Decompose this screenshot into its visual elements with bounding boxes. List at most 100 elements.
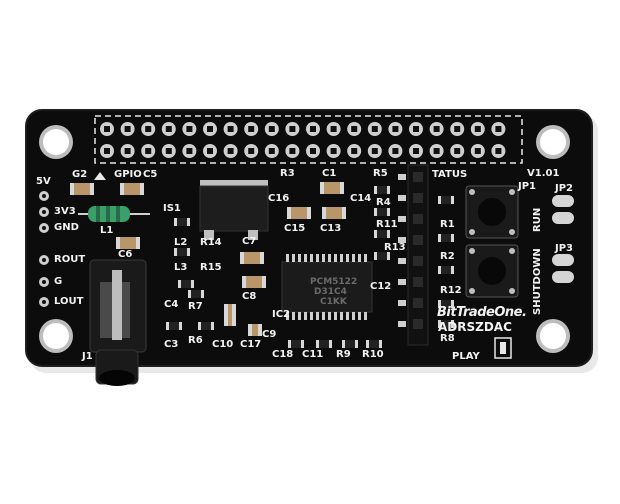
smd-capacitor bbox=[70, 183, 94, 195]
ref-c4: C4 bbox=[164, 299, 179, 310]
ref-jp1: JP1 bbox=[518, 181, 537, 192]
gpio-pin-hole bbox=[161, 144, 176, 158]
dac-chip-pin bbox=[304, 312, 307, 320]
gpio-pin-hole bbox=[264, 122, 279, 136]
axial-resistor bbox=[78, 206, 150, 222]
ref-r3: R3 bbox=[280, 168, 295, 179]
run-label: RUN bbox=[532, 207, 543, 232]
gpio-pin-hole bbox=[491, 122, 506, 136]
dac-chip-pin bbox=[346, 312, 349, 320]
ref-r5: R5 bbox=[373, 168, 388, 179]
smd-resistor bbox=[198, 322, 214, 330]
smd-capacitor bbox=[240, 252, 264, 264]
mounting-hole-icon bbox=[536, 125, 570, 159]
dac-chip-pin bbox=[304, 254, 307, 262]
tactile-button-icon bbox=[465, 244, 519, 298]
ref-c10: C10 bbox=[212, 339, 234, 350]
chip-marking-2: D31C4 bbox=[314, 287, 347, 297]
gpio-pin-hole bbox=[429, 122, 444, 136]
smd-capacitor bbox=[120, 183, 144, 195]
ref-l2: L2 bbox=[174, 237, 188, 248]
smd-capacitor bbox=[116, 237, 140, 249]
gpio-pin-hole bbox=[367, 144, 382, 158]
gpio-pin-hole bbox=[285, 144, 300, 158]
regulator-tab bbox=[200, 180, 268, 188]
gpio-pin-hole bbox=[161, 122, 176, 136]
smd-capacitor bbox=[322, 207, 346, 219]
gpio-pin-hole bbox=[100, 122, 114, 136]
smd-resistor bbox=[366, 340, 382, 348]
ref-r14: R14 bbox=[200, 237, 222, 248]
ref-ic2: IC2 bbox=[272, 309, 291, 320]
gpio-pin-hole bbox=[203, 122, 217, 136]
ref-r8: R8 bbox=[440, 333, 455, 344]
gpio-pin-hole bbox=[429, 144, 444, 158]
smd-resistor bbox=[288, 340, 304, 348]
smd-resistor bbox=[438, 320, 454, 328]
gpio-pin-hole bbox=[326, 122, 341, 136]
led-header bbox=[407, 164, 429, 346]
smd-resistor bbox=[438, 266, 454, 274]
mounting-hole-icon bbox=[39, 319, 73, 353]
led-header-pin bbox=[398, 277, 423, 287]
ref-r6: R6 bbox=[188, 335, 203, 346]
led-header-pin bbox=[398, 298, 423, 308]
dac-chip-pin bbox=[322, 312, 325, 320]
smd-resistor bbox=[438, 196, 454, 204]
smd-resistor bbox=[374, 252, 390, 260]
gpio-pin-hole bbox=[223, 122, 238, 136]
gpio-pin-hole bbox=[347, 144, 362, 158]
jumper-pads bbox=[552, 195, 574, 283]
ref-r11: R11 bbox=[376, 219, 398, 230]
dac-chip-pin bbox=[316, 254, 319, 262]
dac-chip-pin bbox=[298, 254, 301, 262]
dac-chip-pin bbox=[310, 312, 313, 320]
smd-capacitor bbox=[224, 304, 236, 326]
play-indicator-box bbox=[494, 337, 512, 359]
gpio-pin-hole bbox=[285, 122, 300, 136]
gpio-pin-hole bbox=[120, 122, 135, 136]
ref-c18: C18 bbox=[272, 349, 294, 360]
gpio-pin-hole bbox=[264, 144, 279, 158]
gpio-pin-hole bbox=[491, 144, 506, 158]
gpio-pin-hole bbox=[388, 144, 403, 158]
dac-chip-pin bbox=[286, 312, 289, 320]
ref-c15: C15 bbox=[284, 223, 306, 234]
model-label: ADRSZDAC bbox=[438, 320, 512, 334]
dac-chip-pin bbox=[328, 312, 331, 320]
ref-c8: C8 bbox=[242, 291, 257, 302]
gpio-pin-hole bbox=[141, 144, 156, 158]
dac-chip-pin bbox=[352, 254, 355, 262]
edge-pin-3v3: 3V3 bbox=[54, 206, 76, 217]
ref-r10: R10 bbox=[362, 349, 384, 360]
chip-marking-3: C1KK bbox=[320, 297, 347, 307]
smd-resistor bbox=[438, 300, 454, 308]
ref-c12: C12 bbox=[370, 281, 392, 292]
ref-r7: R7 bbox=[188, 301, 203, 312]
ref-c3: C3 bbox=[164, 339, 179, 350]
ref-c14: C14 bbox=[350, 193, 372, 204]
gpio-label: GPIO bbox=[114, 169, 142, 180]
dac-chip-pin bbox=[352, 312, 355, 320]
smd-resistor bbox=[174, 218, 190, 226]
dac-chip-pin bbox=[286, 254, 289, 262]
dac-chip-pin bbox=[358, 254, 361, 262]
edge-pin-rout: ROUT bbox=[54, 254, 86, 265]
smd-capacitor bbox=[320, 182, 344, 194]
ref-jp2: JP2 bbox=[555, 183, 574, 194]
gpio-pin-hole bbox=[450, 122, 465, 136]
led-header-pin bbox=[398, 256, 423, 266]
edge-pin-gnd: GND bbox=[54, 222, 79, 233]
ref-c6: C6 bbox=[118, 249, 133, 260]
dac-chip-pin bbox=[292, 254, 295, 262]
ref-r15: R15 bbox=[200, 262, 222, 273]
ref-jp3: JP3 bbox=[555, 243, 574, 254]
regulator-chip bbox=[199, 185, 269, 232]
gpio-pin-hole bbox=[244, 122, 259, 136]
gpio-pin-hole bbox=[326, 144, 341, 158]
smd-resistor bbox=[374, 208, 390, 216]
smd-resistor bbox=[188, 290, 204, 298]
gpio-pin-hole bbox=[182, 144, 197, 158]
